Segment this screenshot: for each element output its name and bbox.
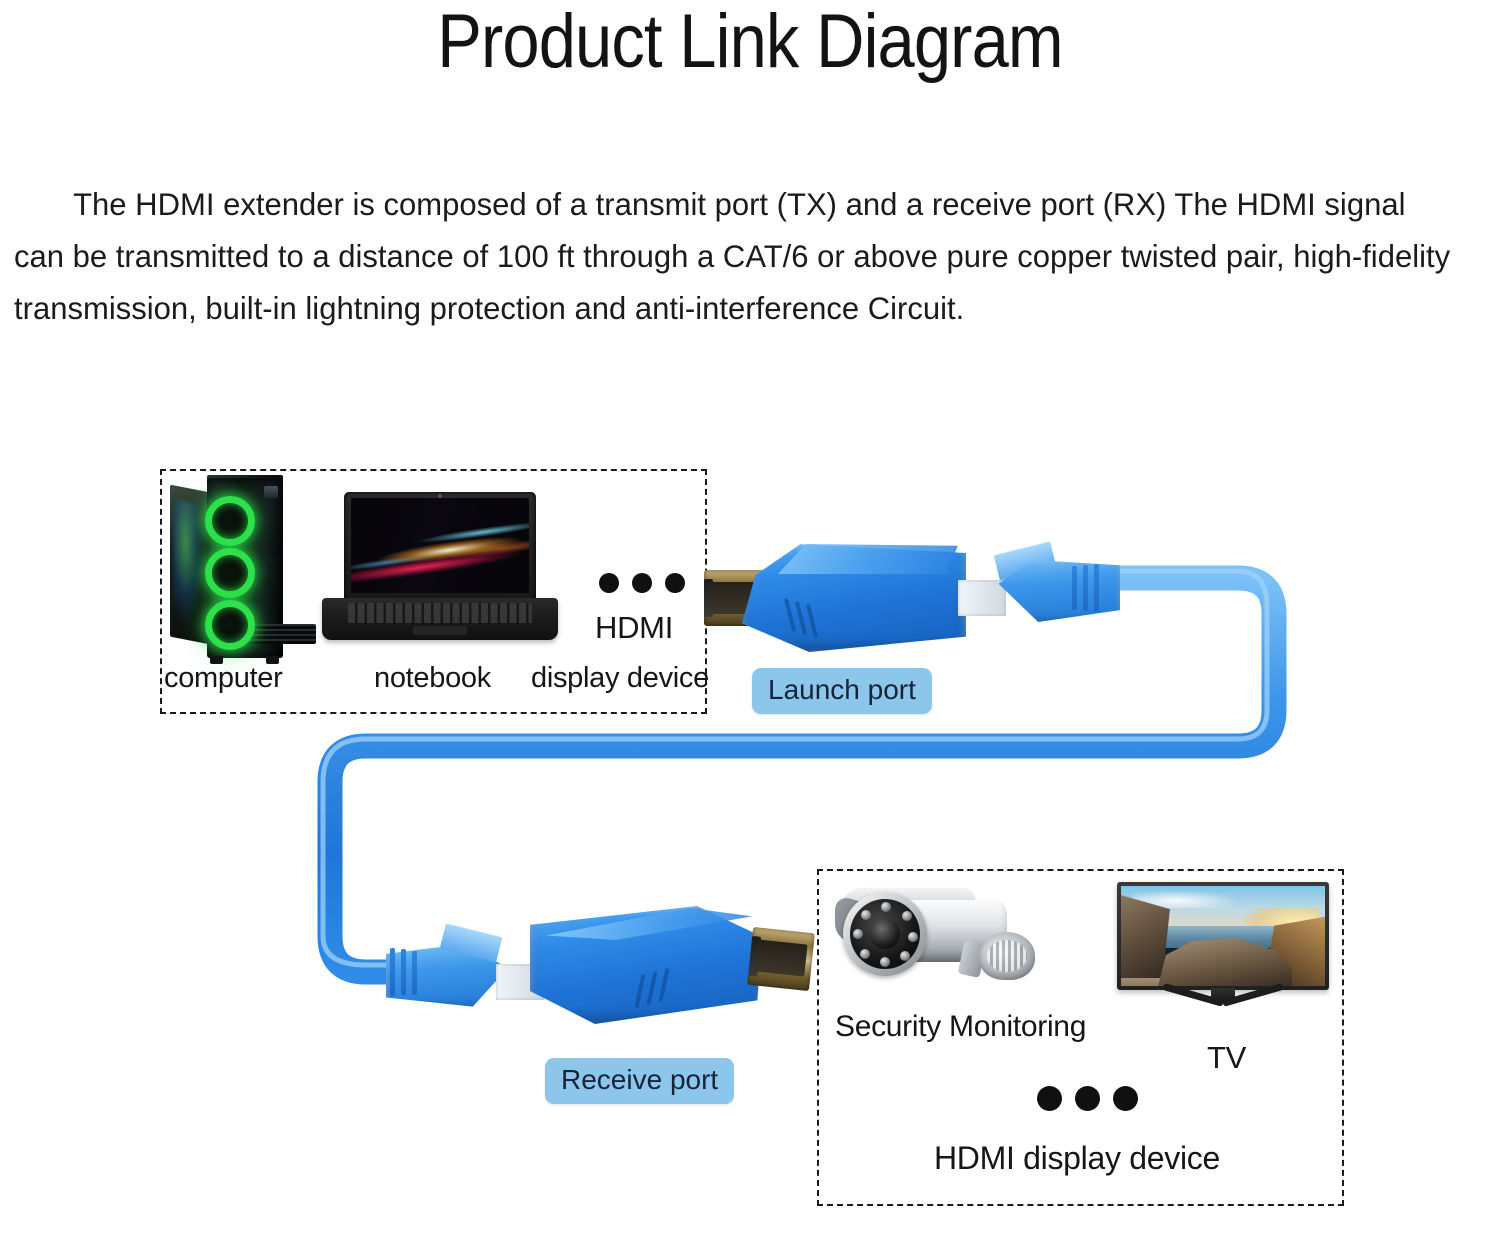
tv-label: TV	[1207, 1040, 1247, 1075]
extender-grip-ribs	[634, 966, 690, 1012]
tv-wallpaper-rock-left	[1121, 894, 1170, 978]
source-ellipsis-icon	[599, 573, 685, 593]
tv-screen	[1121, 886, 1325, 986]
page-title: Product Link Diagram	[437, 0, 1063, 84]
desktop-computer-icon	[170, 475, 316, 664]
page-description: The HDMI extender is composed of a trans…	[14, 186, 1451, 326]
notebook-label: notebook	[374, 662, 491, 694]
display-device-label: display device	[531, 662, 709, 694]
camera-mount-ridges	[987, 940, 1027, 972]
notebook-keyboard	[348, 603, 532, 623]
notebook-wallpaper	[351, 498, 529, 593]
camera-lens-ring	[843, 892, 927, 976]
extender-grip-ribs	[783, 594, 834, 638]
notebook-touchpad	[413, 626, 467, 635]
camera-lens-glass	[870, 919, 900, 949]
pc-glass-window	[173, 498, 204, 626]
pc-rgb-fan-icon	[205, 548, 255, 598]
notebook-lid	[344, 492, 536, 602]
rj45-strain-relief	[1072, 562, 1120, 618]
pc-rgb-fan-icon	[205, 600, 255, 650]
pc-rgb-fan-icon	[205, 496, 255, 546]
webcam-icon	[438, 494, 442, 498]
launch-port-badge: Launch port	[752, 668, 932, 714]
camera-lens-face	[850, 899, 920, 969]
pc-feet	[170, 656, 290, 664]
computer-label: computer	[164, 662, 283, 694]
security-monitoring-label: Security Monitoring	[835, 1010, 1087, 1043]
rj45-strain-relief	[390, 946, 438, 1004]
receiver-extender	[380, 898, 820, 1040]
notebook-icon	[322, 492, 558, 642]
security-camera-icon	[833, 884, 1039, 1002]
tv-stand-legs	[1162, 983, 1284, 1022]
tv-bezel	[1117, 882, 1329, 990]
destination-ellipsis-icon	[1037, 1086, 1138, 1111]
tv-icon	[1117, 882, 1329, 1022]
notebook-screen	[351, 498, 529, 593]
transmitter-extender	[700, 522, 1170, 664]
hdmi-contact-slot	[754, 939, 808, 977]
receive-port-badge: Receive port	[545, 1058, 735, 1104]
pc-power-button-icon	[264, 486, 278, 498]
extender-top-face	[778, 544, 958, 574]
hdmi-label: HDMI	[595, 610, 674, 645]
hdmi-display-device-label: HDMI display device	[934, 1140, 1220, 1176]
notebook-base	[322, 598, 558, 640]
pc-vent	[248, 624, 316, 644]
rj45-contacts	[958, 580, 1006, 616]
destination-device-group	[817, 869, 1344, 1206]
tv-wallpaper-cloud	[1133, 890, 1240, 908]
